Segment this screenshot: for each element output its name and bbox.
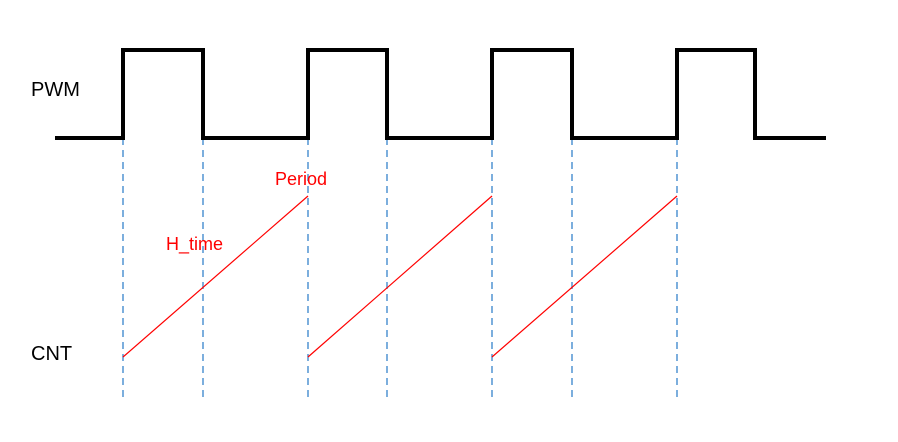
counter-ramps [122, 195, 678, 358]
counter-ramp [307, 195, 493, 358]
period-label: Period [275, 169, 327, 189]
pwm-label: PWM [31, 79, 80, 101]
cnt-label: CNT [31, 343, 72, 365]
counter-ramp [491, 195, 678, 358]
pwm-waveform [55, 48, 826, 140]
counter-ramp [122, 195, 309, 358]
h-time-label: H_time [166, 234, 223, 255]
